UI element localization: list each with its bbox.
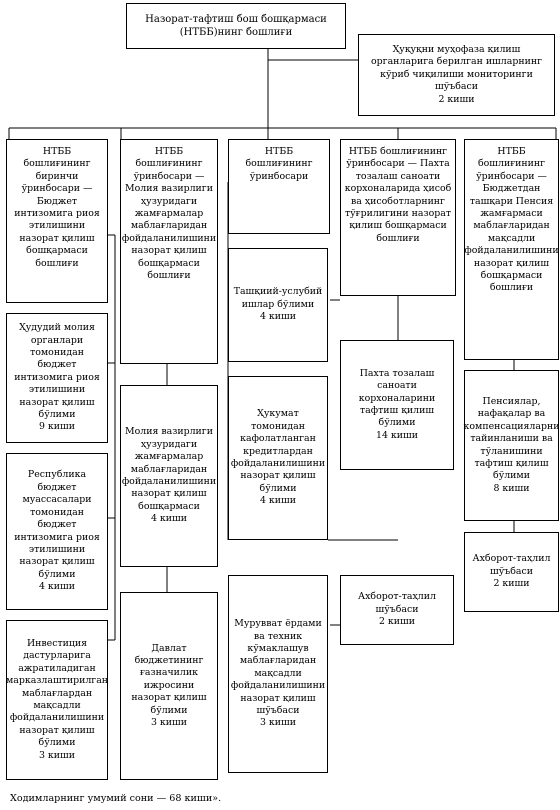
col3-unit-1: Ташқиий-услубий ишлар бўлими 4 киши (228, 248, 328, 362)
col4-unit-1: Пахта тозалаш саноати корхоналарини тафт… (340, 340, 454, 470)
col5-unit-1: Пенсиялар, нафақалар ва компенсацияларни… (464, 370, 559, 521)
col5-unit-2: Ахборот-таҳлил шўъбаси 2 киши (464, 532, 559, 612)
col2-deputy: НТББ бошлиғининг ўринбосари — Молия вази… (120, 139, 218, 364)
col1-deputy: НТББ бошлиғининг биринчи ўринбосари — Бю… (6, 139, 108, 303)
col1-unit-1: Ҳудудий молия органлари томонидан бюджет… (6, 313, 108, 443)
col2-unit-1: Молия вазирлиги ҳузуридаги жамғармалар м… (120, 385, 218, 567)
col2-unit-2: Давлат бюджетининг ғазначилик ижросини н… (120, 592, 218, 780)
col1-unit-3: Инвестиция дастурларига ажратиладиган ма… (6, 620, 108, 780)
head-box: Назорат-тафтиш бош бошқармаси (НТББ)нинг… (126, 3, 346, 49)
col3-unit-2: Ҳукумат томонидан кафолатланган кредитла… (228, 376, 328, 540)
col1-unit-2: Республика бюджет муассасалари томонидан… (6, 453, 108, 610)
col4-deputy: НТББ бошлиғининг ўринбосари — Пахта тоза… (340, 139, 456, 296)
rights-monitoring-unit: Ҳуқуқни муҳофаза қилиш органларига берил… (358, 34, 555, 116)
total-staff-note: Ходимларнинг умумий сони — 68 киши». (10, 793, 222, 804)
col4-unit-2: Ахборот-таҳлил шўъбаси 2 киши (340, 575, 454, 645)
col3-deputy: НТББ бошлиғининг ўринбосари (228, 139, 330, 234)
col5-deputy: НТББ бошлиғининг ўринбосари — Бюджетдан … (464, 139, 559, 360)
col3-unit-3: Мурувват ёрдами ва техник кўмаклашув маб… (228, 575, 328, 773)
